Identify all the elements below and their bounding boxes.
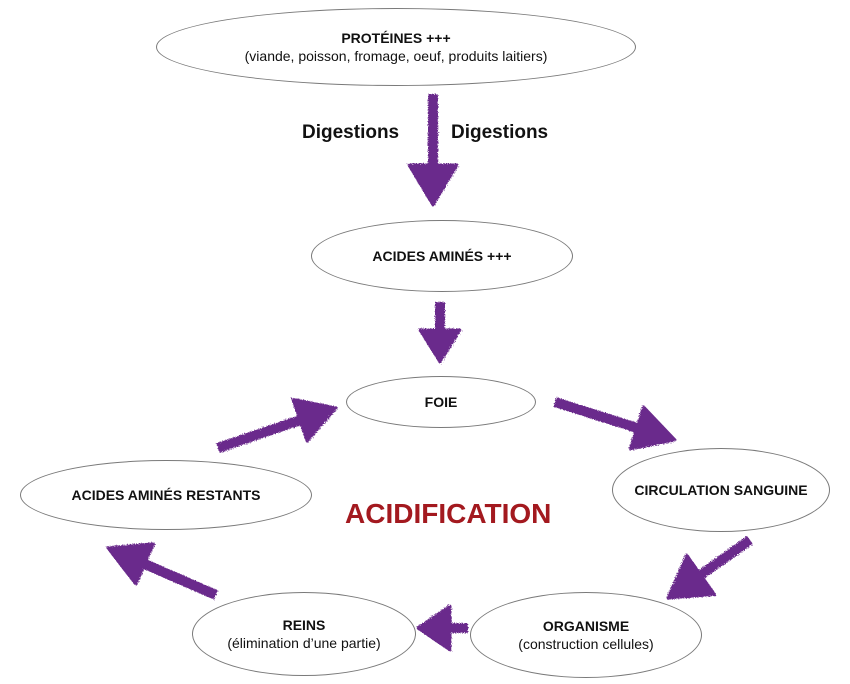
node-title: ORGANISME	[542, 618, 630, 634]
arrow-restants-to-foie	[216, 397, 338, 453]
digestion-label-right: Digestions	[451, 122, 549, 143]
node-title: PROTÉINES +++	[341, 30, 451, 46]
node-title: ACIDES AMINÉS +++	[372, 248, 512, 264]
node-subtitle: (viande, poisson, fromage, oeuf, produit…	[244, 48, 548, 64]
arrow-shaft	[216, 414, 306, 453]
arrow-foie-to-circulation	[553, 397, 677, 451]
node-circulation: CIRCULATION SANGUINE	[612, 448, 830, 532]
node-title: FOIE	[424, 394, 458, 410]
acidification-label: ACIDIFICATION	[345, 498, 552, 529]
node-title: REINS	[282, 617, 326, 633]
node-title: CIRCULATION SANGUINE	[634, 482, 808, 498]
arrow-circulation-to-organisme	[666, 535, 753, 600]
arrow-proteines-to-acides_amines	[407, 94, 459, 207]
arrow-organisme-to-reins	[416, 604, 468, 652]
arrow-reins-to-restants	[106, 542, 218, 600]
node-subtitle: (élimination d’une partie)	[227, 635, 381, 651]
node-reins: REINS (élimination d’une partie)	[192, 592, 416, 676]
arrow-head	[418, 328, 462, 364]
node-organisme: ORGANISME (construction cellules)	[470, 592, 702, 678]
node-proteines: PROTÉINES +++ (viande, poisson, fromage,…	[156, 8, 636, 86]
node-foie: FOIE	[346, 376, 536, 428]
arrow-head	[416, 604, 452, 652]
arrow-head	[628, 405, 677, 451]
arrow-head	[666, 553, 717, 600]
arrow-head	[291, 397, 338, 443]
arrow-head	[106, 542, 155, 586]
arrow-head	[407, 163, 459, 207]
arrow-shaft	[553, 397, 643, 434]
node-title: ACIDES AMINÉS RESTANTS	[71, 487, 261, 503]
digestion-label-left: Digestions	[302, 122, 400, 143]
arrow-shaft	[694, 535, 753, 582]
arrow-shaft	[139, 557, 218, 600]
arrow-acides_amines-to-foie	[418, 302, 462, 364]
node-subtitle: (construction cellules)	[518, 636, 654, 652]
node-acides-amines: ACIDES AMINÉS +++	[311, 220, 573, 292]
node-restants: ACIDES AMINÉS RESTANTS	[20, 460, 312, 530]
